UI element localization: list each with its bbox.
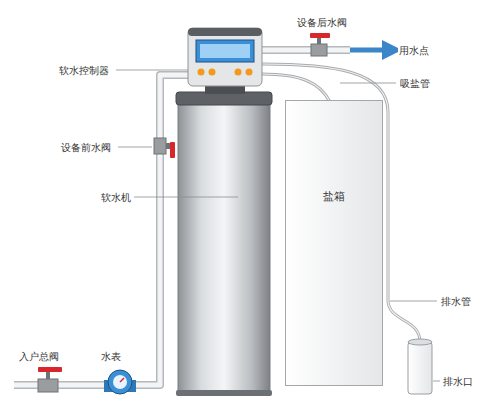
part-label: 排水管 xyxy=(440,295,472,308)
box-label: 盐箱 xyxy=(286,189,382,204)
drain-outlet xyxy=(408,339,432,394)
leader-line xyxy=(116,70,440,381)
outlet-arrow xyxy=(350,48,392,53)
part-label: 入户总阀 xyxy=(18,350,60,363)
part-label: 水表 xyxy=(100,350,122,363)
part-label: 用水点 xyxy=(398,44,430,57)
part-label: 吸盐管 xyxy=(399,77,431,90)
part-label: 设备前水阀 xyxy=(60,141,112,154)
softener-tank xyxy=(176,84,272,396)
salt-box: 盐箱 xyxy=(285,100,383,386)
controller-head xyxy=(188,28,262,86)
part-label: 软水机 xyxy=(100,191,132,204)
part-label: 软水控制器 xyxy=(58,64,110,77)
part-label: 设备后水阀 xyxy=(296,16,348,29)
water-meter xyxy=(104,370,136,394)
part-label: 排水口 xyxy=(442,375,474,388)
